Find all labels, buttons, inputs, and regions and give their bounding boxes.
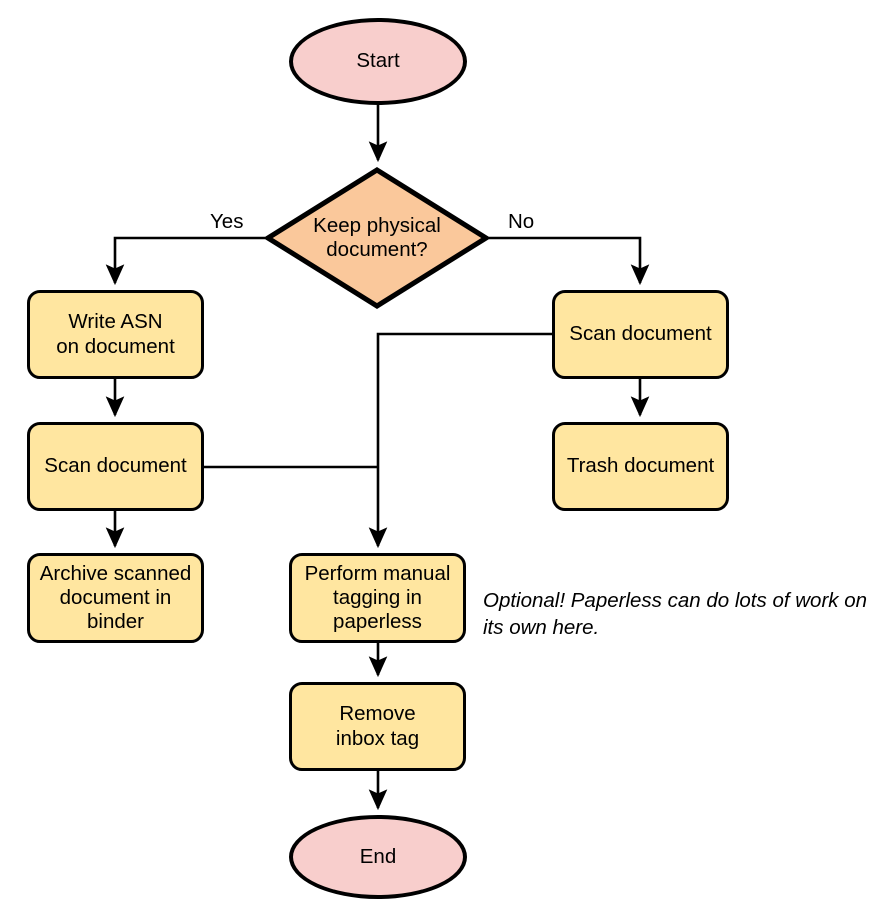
node-remove-inbox-tag-label: Remove inbox tag — [335, 702, 420, 750]
node-remove-inbox-tag[interactable]: Remove inbox tag — [289, 682, 466, 771]
node-trash-document-label: Trash document — [566, 454, 715, 478]
node-write-asn-label: Write ASN on document — [56, 310, 175, 358]
node-write-asn[interactable]: Write ASN on document — [27, 290, 204, 379]
node-scan-document-right[interactable]: Scan document — [552, 290, 729, 379]
node-archive-binder[interactable]: Archive scanned document in binder — [27, 553, 204, 643]
edge-decision-to-write-asn — [105, 236, 265, 286]
annotation-optional-note: Optional! Paperless can do lots of work … — [483, 589, 868, 639]
node-end-label: End — [359, 844, 397, 868]
edge-label-no: No — [508, 210, 535, 233]
node-manual-tagging-label: Perform manual tagging in paperless — [304, 561, 451, 634]
node-scan-document-right-label: Scan document — [569, 322, 712, 346]
diamond-shape — [265, 167, 489, 309]
node-decision-keep-physical[interactable]: Keep physical document? — [265, 167, 489, 309]
node-trash-document[interactable]: Trash document — [552, 422, 729, 511]
edge-scan-right-to-manual-tagging — [368, 332, 552, 549]
edge-label-yes: Yes — [210, 210, 244, 233]
node-end[interactable]: End — [289, 815, 467, 899]
node-start-label: Start — [356, 49, 400, 73]
node-archive-binder-label: Archive scanned document in binder — [39, 561, 192, 634]
node-start[interactable]: Start — [289, 18, 467, 105]
edge-decision-to-scan-right — [489, 236, 650, 286]
node-scan-document-left-label: Scan document — [44, 454, 187, 478]
node-manual-tagging[interactable]: Perform manual tagging in paperless — [289, 553, 466, 643]
node-scan-document-left[interactable]: Scan document — [27, 422, 204, 511]
